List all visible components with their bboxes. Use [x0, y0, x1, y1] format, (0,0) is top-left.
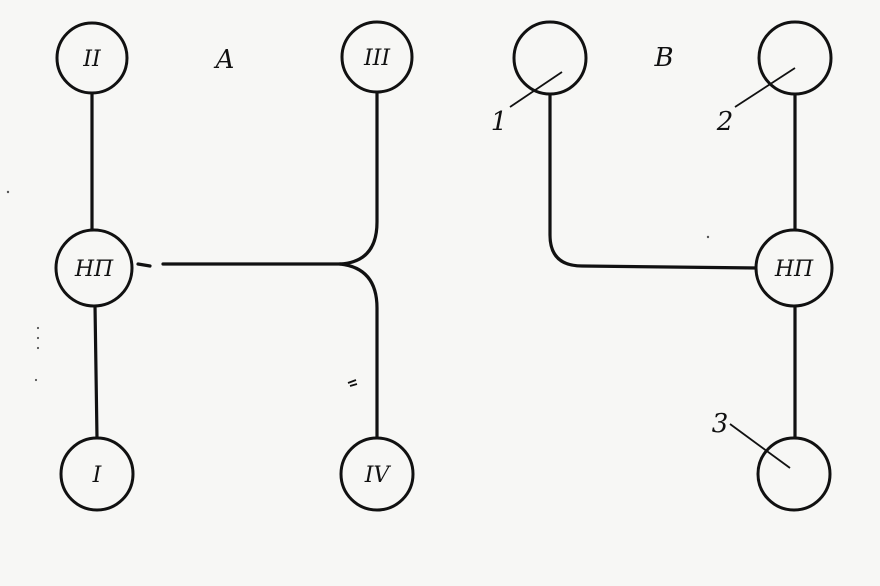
speck	[706, 235, 710, 239]
node-np-a-circle	[54, 228, 134, 308]
callout-1-number: 1	[491, 107, 508, 137]
node-ii: II	[55, 21, 129, 95]
speck	[36, 336, 40, 340]
callout-2-number: 2	[716, 107, 734, 137]
node-i-circle	[59, 436, 135, 512]
node-np-a: НП	[54, 228, 134, 308]
node-np-b: НП	[754, 228, 834, 308]
speck-mark	[347, 379, 358, 387]
node-iii-label: III	[363, 46, 391, 71]
speck	[6, 190, 10, 194]
a-wire-np-to-i	[93, 303, 99, 440]
node-iii-circle	[340, 20, 414, 94]
node-b2	[757, 20, 833, 96]
node-np-b-label: НП	[774, 257, 814, 282]
scan-specks	[6, 190, 710, 387]
diagram-b-wires	[548, 88, 797, 442]
node-ii-circle	[55, 21, 129, 95]
speck	[36, 326, 40, 330]
speck	[36, 346, 40, 350]
node-i: I	[59, 436, 135, 512]
callout-3-number: 3	[712, 409, 729, 439]
callout-1-leader	[509, 71, 563, 108]
node-iv: IV	[339, 436, 415, 512]
node-b1-circle	[512, 20, 588, 96]
node-b1	[512, 20, 588, 96]
b-wire-np-to-1	[548, 88, 760, 270]
callout-2-leader	[734, 67, 796, 108]
node-i-label: I	[92, 463, 103, 488]
node-np-b-circle	[754, 228, 834, 308]
diagram-a-wires	[90, 91, 379, 440]
diagram-b-section-label: B	[653, 43, 673, 73]
node-iv-label: IV	[364, 463, 392, 488]
a-wire-branch-to-iii	[338, 91, 379, 266]
a-wire-stub	[136, 262, 152, 268]
node-b3	[756, 436, 832, 512]
a-wire-branch-to-iv	[338, 262, 379, 440]
node-iv-circle	[339, 436, 415, 512]
node-ii-label: II	[82, 47, 102, 72]
node-b2-circle	[757, 20, 833, 96]
node-iii: III	[340, 20, 414, 94]
callout-3-leader	[729, 423, 791, 469]
node-b3-circle	[756, 436, 832, 512]
diagram-a-section-label: A	[214, 45, 235, 75]
speck	[34, 378, 38, 382]
node-np-a-label: НП	[74, 257, 114, 282]
